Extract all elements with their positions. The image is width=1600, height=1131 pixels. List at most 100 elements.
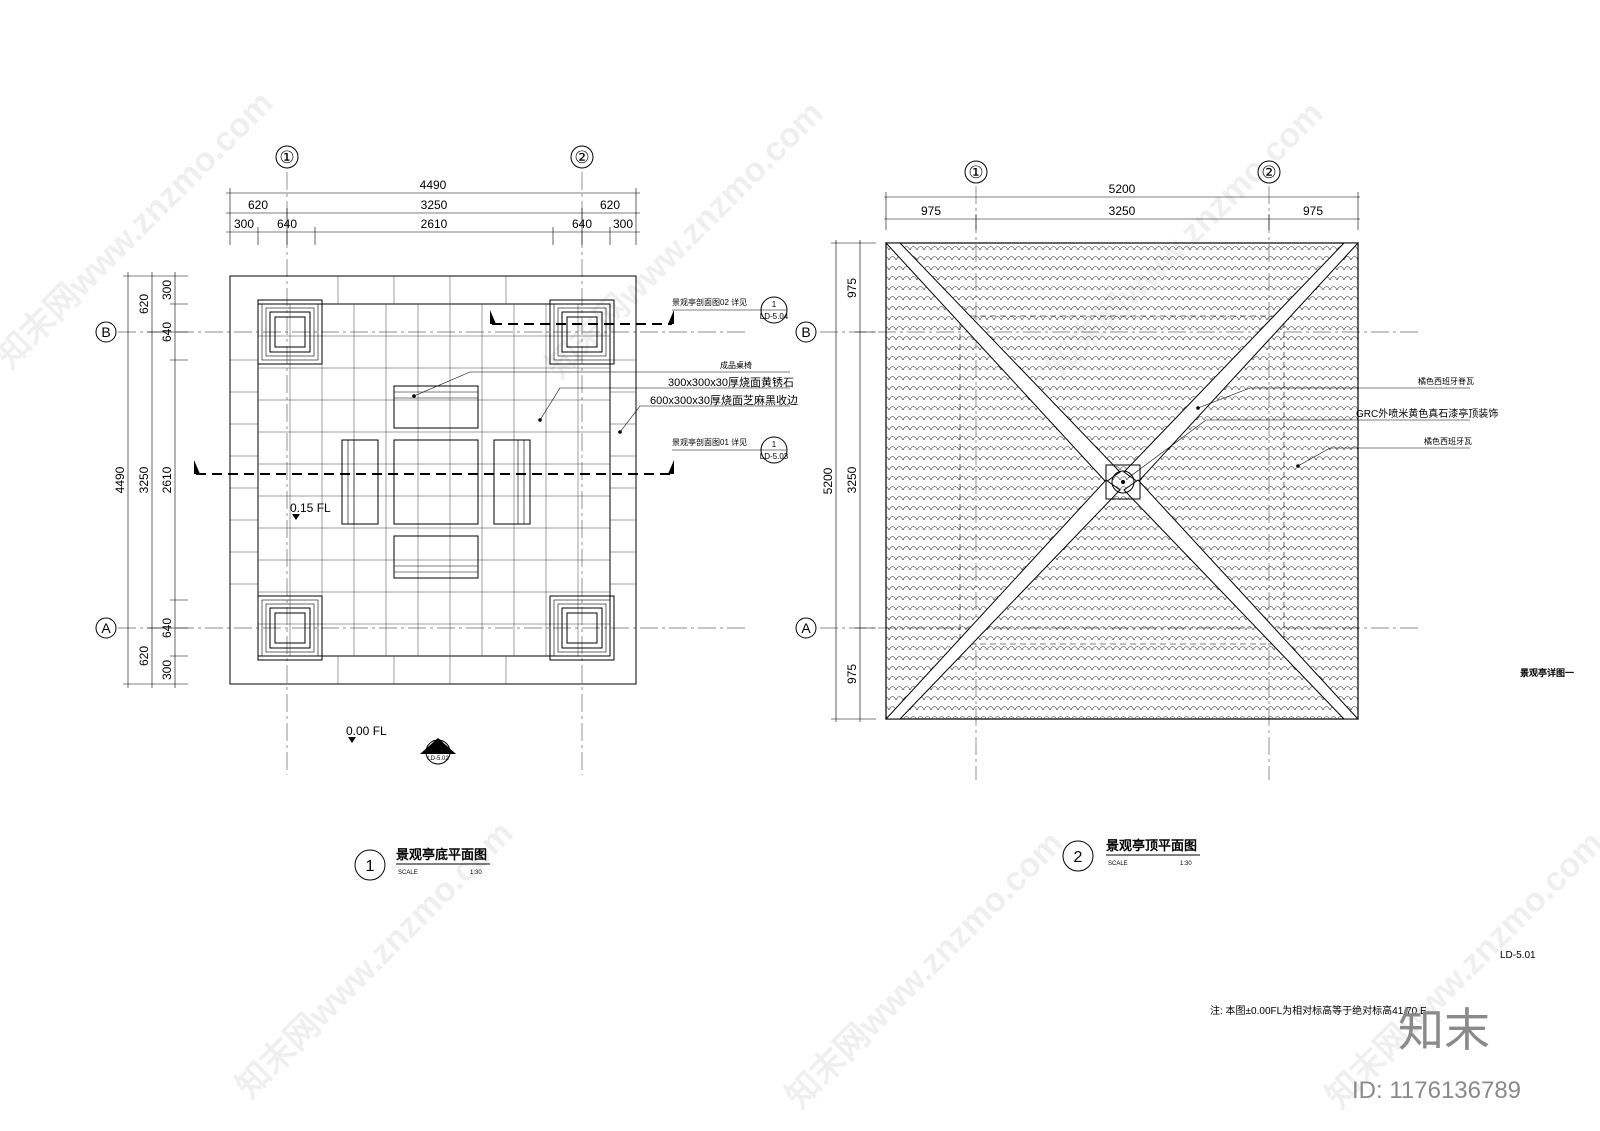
plan-1-paving-border xyxy=(257,303,611,657)
watermark: 知末网www.znzmo.com 知末网www.znzmo.com 知末网www… xyxy=(0,84,1600,1116)
grid-label-a: A xyxy=(101,620,111,636)
elevation-marker: 1 LD-5.02 xyxy=(420,738,456,765)
dim-v-mid-3: 620 xyxy=(137,646,151,666)
roof-grid-label-a: A xyxy=(801,620,811,636)
callout-section-01-ref: LD-5.03 xyxy=(760,452,789,461)
elevation-marker-num: 1 xyxy=(436,742,441,751)
plan-1-scale-label: SCALE xyxy=(398,870,418,876)
plan-1-scale-value: 1:30 xyxy=(470,870,482,876)
roof-dim-h-3: 975 xyxy=(1303,204,1323,218)
dim-v-fine-3: 2610 xyxy=(160,466,174,493)
roof-grid-bubble-2 xyxy=(1257,160,1281,184)
roof-inner-outline xyxy=(959,315,1285,645)
elevation-marker-ref: LD-5.02 xyxy=(427,756,449,762)
level-inner: 0.15 FL xyxy=(290,501,331,515)
dim-v-mid-1: 620 xyxy=(137,294,151,314)
callout-section-01: 景观亭剖面图01 详见 1 LD-5.03 xyxy=(672,436,789,464)
grid-bubble-2 xyxy=(570,145,594,169)
roof-grid-label-2: ② xyxy=(1261,163,1276,182)
watermark-id: ID: 1176136789 xyxy=(1352,1077,1521,1104)
grid-bubble-1 xyxy=(275,145,299,169)
plan-2-horizontal-dimensions xyxy=(884,192,1360,230)
level-inner-marker xyxy=(292,514,300,520)
roof-grid-bubble-b xyxy=(795,321,817,343)
roof-grid-bubble-1 xyxy=(964,160,988,184)
section-cut-01 xyxy=(194,460,674,475)
plan-1-horizontal-dimensions xyxy=(226,188,640,245)
callout-section-02-ref: LD-5.04 xyxy=(760,312,789,321)
roof-hip-ridges xyxy=(884,242,1360,720)
roof-dim-h-total: 5200 xyxy=(1109,182,1136,196)
roof-dim-v-3: 975 xyxy=(845,664,859,684)
callout-section-02-num: 1 xyxy=(772,300,777,309)
callout-section-01-num: 1 xyxy=(772,440,777,449)
grid-label-2: ② xyxy=(574,148,589,167)
dim-v-fine-1: 300 xyxy=(160,280,174,300)
column-a1 xyxy=(257,595,323,661)
roof-finial xyxy=(1105,464,1141,500)
plan-1-title: 景观亭底平面图 xyxy=(396,847,487,862)
dim-h-mid-3: 620 xyxy=(600,198,620,212)
section-cut-02 xyxy=(490,310,674,325)
level-outer-marker xyxy=(348,737,356,743)
roof-dim-h-1: 975 xyxy=(921,204,941,218)
plan-2-title-block: 2 景观亭顶平面图 SCALE 1:30 xyxy=(1062,838,1200,872)
callout-section-02-text: 景观亭剖面图02 详见 xyxy=(672,297,747,307)
watermark-text-4: 知末网www.znzmo.com xyxy=(229,814,521,1106)
dim-h-fine-1: 300 xyxy=(234,217,254,231)
note-furniture: 成品桌椅 xyxy=(720,360,752,370)
dim-v-fine-4: 640 xyxy=(160,618,174,638)
dim-h-mid-1: 620 xyxy=(248,198,268,212)
roof-dim-v-2: 3250 xyxy=(845,466,859,493)
plan-2-title-num: 2 xyxy=(1074,849,1083,866)
sheet-side-title: 景观亭详图一 xyxy=(1520,667,1574,678)
roof-notes: 橘色西班牙脊瓦 GRC外喷米黄色真石漆亭顶装饰 橘色西班牙瓦 xyxy=(1127,376,1498,479)
watermark-text-5: 知末网www.znzmo.com xyxy=(779,824,1071,1116)
roof-grid-label-b: B xyxy=(801,324,810,340)
column-b2 xyxy=(549,299,615,365)
plan-2-roof-plan: ① ② B A 5200 975 3250 975 5200 975 3250 … xyxy=(795,160,1498,872)
dim-h-mid-2: 3250 xyxy=(421,198,448,212)
dim-h-fine-4: 640 xyxy=(572,217,592,231)
roof-dim-v-1: 975 xyxy=(845,278,859,298)
callout-section-01-text: 景观亭剖面图01 详见 xyxy=(672,437,747,447)
plan-2-vertical-dimensions xyxy=(831,240,876,722)
note-roof-tile: 橘色西班牙瓦 xyxy=(1424,436,1472,446)
plan-1-outer-boundary xyxy=(229,275,637,685)
plan-1-vertical-dimensions xyxy=(123,272,188,688)
plan-1-title-num: 1 xyxy=(366,858,375,875)
dim-h-fine-3: 2610 xyxy=(421,217,448,231)
grid-bubble-b xyxy=(95,321,117,343)
roof-dim-h-2: 3250 xyxy=(1109,204,1136,218)
plan-1-paving-grid xyxy=(258,304,610,656)
roof-grid-bubble-a xyxy=(795,617,817,639)
roof-grid-label-1: ① xyxy=(968,163,983,182)
callout-section-02: 景观亭剖面图02 详见 1 LD-5.04 xyxy=(672,296,789,324)
sheet-footnote: 注: 本图±0.00FL为相对标高等于绝对标高41.70 E xyxy=(1210,1004,1427,1017)
dim-v-total: 4490 xyxy=(113,466,127,493)
material-notes: 成品桌椅 300x300x30厚烧面黄锈石 600x300x30厚烧面芝麻黑收边 xyxy=(412,360,798,434)
note-ridge-tile: 橘色西班牙脊瓦 xyxy=(1418,376,1474,386)
dim-v-fine-2: 640 xyxy=(160,322,174,342)
sheet-number: LD-5.01 xyxy=(1500,950,1536,961)
plan-2-scale-value: 1:30 xyxy=(1180,861,1192,867)
plan-1-ground-plan: ① ② B A 4490 620 3250 620 300 640 2610 6… xyxy=(95,145,798,881)
note-paving-1: 300x300x30厚烧面黄锈石 xyxy=(668,375,794,389)
dim-v-mid-2: 3250 xyxy=(137,466,151,493)
roof-dim-v-total: 5200 xyxy=(821,467,835,494)
plan-2-scale-label: SCALE xyxy=(1108,861,1128,867)
column-b1 xyxy=(257,299,323,365)
dim-h-fine-5: 300 xyxy=(613,217,633,231)
dim-v-fine-5: 300 xyxy=(160,660,174,680)
plan-1-border-band xyxy=(230,276,636,684)
grid-label-b: B xyxy=(101,324,110,340)
note-finial: GRC外喷米黄色真石漆亭顶装饰 xyxy=(1356,407,1498,420)
level-outer: 0.00 FL xyxy=(346,724,387,738)
dim-h-fine-2: 640 xyxy=(277,217,297,231)
grid-bubble-a xyxy=(95,617,117,639)
plan-1-title-block: 1 景观亭底平面图 SCALE 1:30 xyxy=(354,847,490,881)
column-a2 xyxy=(549,595,615,661)
table-and-benches xyxy=(341,385,531,579)
watermark-text-2: 知末网www.znzmo.com xyxy=(539,94,831,386)
